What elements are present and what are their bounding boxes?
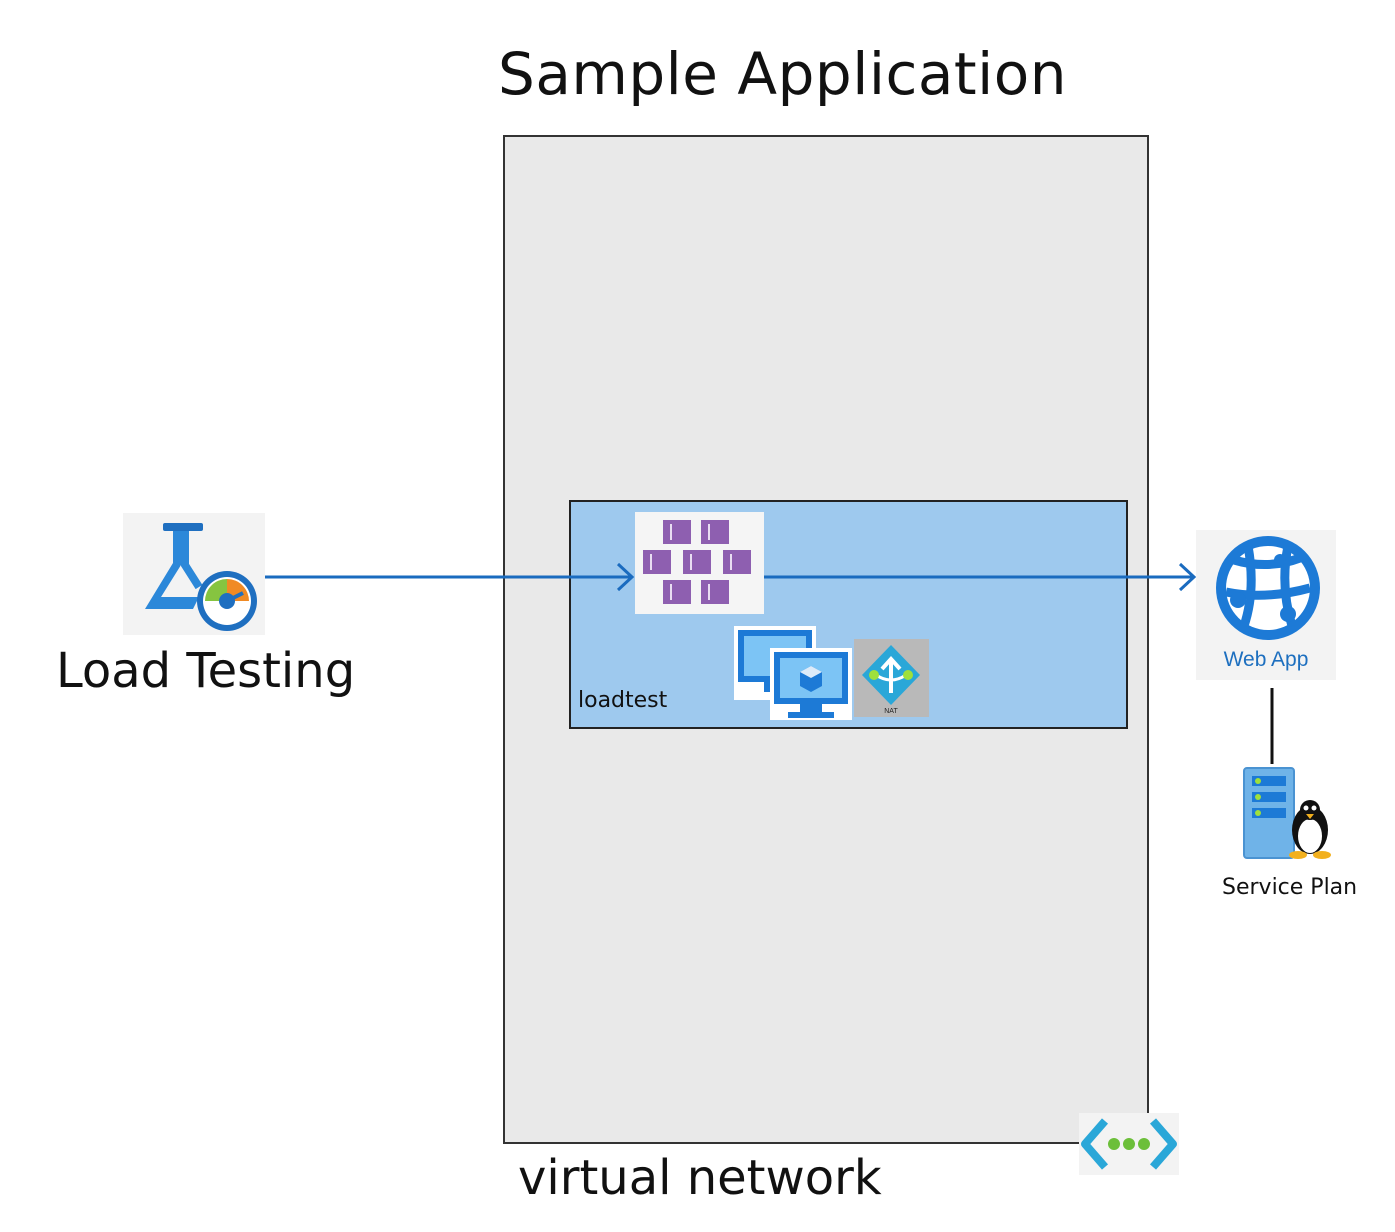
diagram-title: Sample Application xyxy=(498,40,1067,108)
virtual-network-label: virtual network xyxy=(518,1150,882,1206)
web-app-label: Web App xyxy=(1223,648,1309,671)
edge-aks-to-web-app xyxy=(764,562,1197,592)
nat-gateway-icon: NAT xyxy=(854,639,929,717)
virtual-network-icon xyxy=(1079,1113,1179,1175)
virtual-machines-icon xyxy=(734,626,852,720)
nat-badge-text: NAT xyxy=(884,708,898,715)
kubernetes-cluster-icon xyxy=(635,512,764,614)
subnet-label: loadtest xyxy=(578,688,668,713)
service-plan-label: Service Plan xyxy=(1222,875,1358,900)
edge-load-testing-to-aks xyxy=(264,562,635,592)
load-testing-icon xyxy=(123,513,265,635)
web-app-icon xyxy=(1196,530,1336,680)
load-testing-label: Load Testing xyxy=(56,643,356,699)
linux-service-plan-icon xyxy=(1240,766,1336,860)
